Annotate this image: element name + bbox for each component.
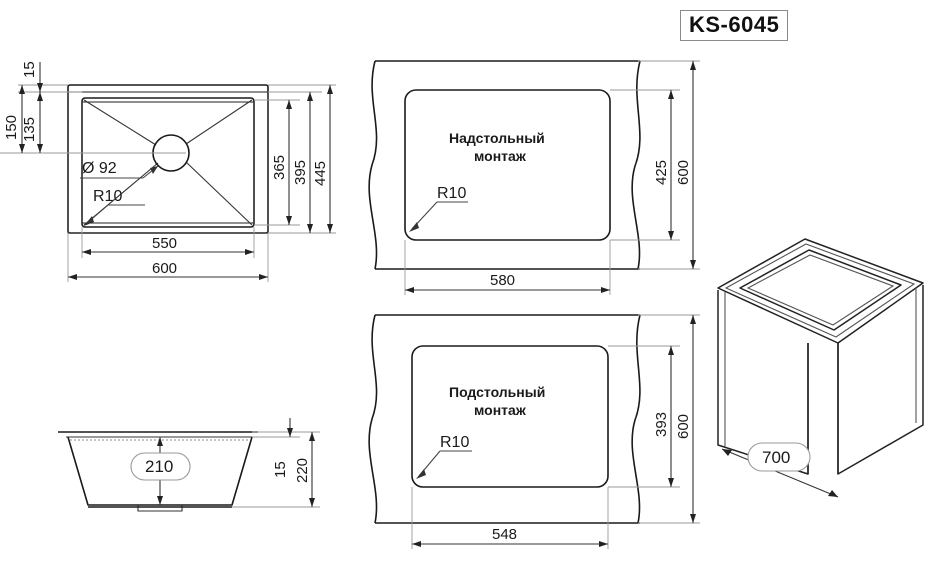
overmount-view-group: Надстольный монтаж R10 580 425 (368, 60, 700, 295)
overmount-note-line1: Надстольный (449, 130, 545, 146)
plan-dim-395-arrow-bot (307, 224, 313, 233)
plan-radius-label: R10 (93, 188, 122, 205)
iso-dim-700-callout (747, 442, 811, 472)
overmount-note-line2: монтаж (474, 148, 527, 164)
plan-dim-395-label: 395 (292, 160, 309, 185)
section-dim-220-arrow-bot (309, 498, 315, 507)
plan-dim-600-arrow-l (68, 274, 77, 280)
undermount-dim-548-label: 548 (492, 526, 517, 543)
iso-dim-700-label: 700 (762, 448, 790, 467)
overmount-dim-425-arrow-top (668, 90, 674, 99)
undermount-break-line-right (631, 314, 641, 524)
page-title: KS-6045 (689, 12, 780, 37)
undermount-dim-600-label: 600 (675, 414, 692, 439)
plan-diagonal-tr (185, 99, 253, 145)
section-dim-220-arrow-top (309, 432, 315, 441)
plan-view-group: Ø 92 R10 15 150 135 (0, 61, 336, 282)
section-view-group: 210 15 220 (58, 418, 320, 512)
plan-dim-135-label: 135 (21, 117, 38, 142)
overmount-dim-580-label: 580 (490, 272, 515, 289)
plan-rim-rect (67, 91, 269, 234)
plan-diagonal-br (185, 161, 253, 226)
plan-diameter-label: Ø 92 (82, 160, 117, 177)
iso-dim-700-line (721, 448, 839, 498)
overmount-dim-600-label: 600 (675, 160, 692, 185)
iso-top-outer (717, 238, 924, 344)
plan-dim-135-arrow-top (37, 92, 43, 101)
undermount-note-line1: Подстольный (449, 384, 545, 400)
overmount-dim-425-arrow-bot (668, 231, 674, 240)
undermount-dim-393-arrow-bot (668, 478, 674, 487)
overmount-dim-580-arrow-l (405, 287, 414, 293)
plan-radius-arrow (84, 216, 94, 226)
plan-dim-600-arrow-r (259, 274, 268, 280)
overmount-dim-600-arrow-top (690, 61, 696, 70)
undermount-note-line2: монтаж (474, 402, 527, 418)
plan-dim-445-arrow-top (327, 85, 333, 94)
overmount-cutout-rect (404, 89, 611, 241)
drawing-title-box: KS-6045 (680, 10, 789, 42)
plan-diameter-arrow (150, 166, 158, 174)
undermount-radius-label: R10 (440, 434, 469, 451)
plan-bowl-inner-rect (81, 101, 255, 224)
undermount-break-line-left (368, 314, 378, 524)
overmount-break-line-right (631, 60, 641, 270)
overmount-dim-600-arrow-bot (690, 260, 696, 269)
plan-dim-15-arrow (37, 83, 43, 92)
iso-top-inner-edge (724, 243, 916, 338)
plan-dim-365-arrow-top (286, 100, 292, 109)
plan-dim-135-arrow-bot (37, 144, 43, 153)
section-dim-15-arrow (287, 428, 293, 437)
plan-dim-150-arrow-top (19, 85, 25, 94)
section-dim-210-arrow-bot (157, 496, 163, 505)
plan-dim-150-arrow-bot (19, 144, 25, 153)
section-dim-15-label: 15 (272, 461, 289, 478)
isometric-view-group: 700 (717, 238, 924, 498)
undermount-view-group: Подстольный монтаж R10 548 393 600 (368, 314, 700, 549)
plan-dim-445-label: 445 (312, 161, 329, 186)
undermount-dim-393-arrow-top (668, 346, 674, 355)
plan-dim-365-label: 365 (271, 155, 288, 180)
overmount-dim-580-arrow-r (601, 287, 610, 293)
iso-dim-700-arrow-r (828, 490, 838, 497)
section-dim-210-label: 210 (145, 457, 173, 476)
iso-cutout-inner (746, 254, 895, 326)
overmount-dim-425-label: 425 (653, 160, 670, 185)
plan-dim-550-label: 550 (152, 235, 177, 252)
section-dim-210-arrow-top (157, 437, 163, 446)
plan-outer-rect (67, 84, 269, 234)
plan-dim-365-arrow-bot (286, 216, 292, 225)
overmount-radius-arrow (409, 222, 419, 232)
plan-diagonal-tl (83, 99, 157, 146)
undermount-radius-arrow (416, 469, 426, 479)
plan-dim-150-label: 150 (3, 115, 20, 140)
iso-cutout-opening (739, 249, 902, 331)
plan-dim-550-arrow-l (82, 249, 91, 255)
section-drain-boss (137, 505, 183, 512)
plan-dim-550-arrow-r (245, 249, 254, 255)
section-dim-220-label: 220 (294, 458, 311, 483)
overmount-radius-label: R10 (437, 185, 466, 202)
plan-dim-445-arrow-bot (327, 224, 333, 233)
undermount-dim-600-arrow-bot (690, 514, 696, 523)
plan-dim-600-label: 600 (152, 260, 177, 277)
undermount-dim-548-arrow-l (412, 541, 421, 547)
undermount-dim-393-label: 393 (653, 412, 670, 437)
plan-dim-15-label: 15 (21, 61, 38, 78)
overmount-break-line-left (368, 60, 378, 270)
section-dim-210-callout (130, 452, 191, 481)
undermount-cutout-rect (411, 345, 609, 488)
undermount-dim-548-arrow-r (599, 541, 608, 547)
plan-dim-395-arrow-top (307, 92, 313, 101)
undermount-dim-600-arrow-top (690, 315, 696, 324)
iso-dim-700-arrow-l (722, 449, 732, 456)
